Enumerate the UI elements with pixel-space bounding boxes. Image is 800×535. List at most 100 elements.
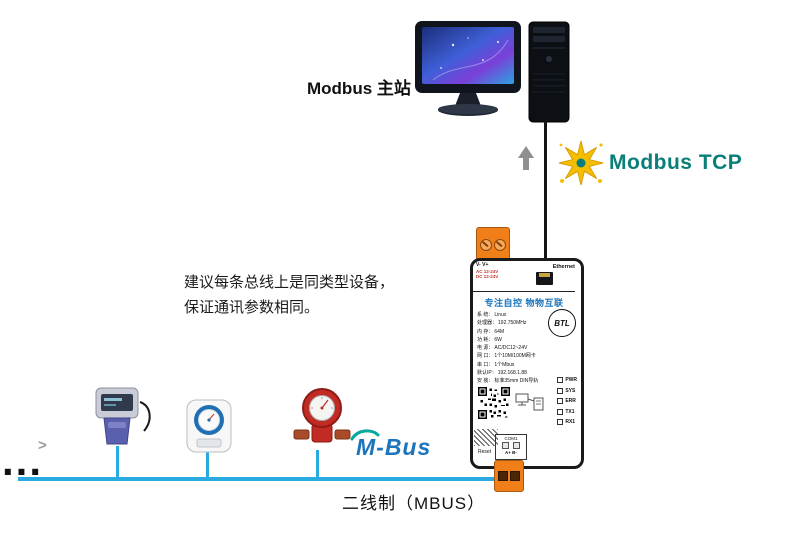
led-indicator-icon [557, 408, 564, 415]
water-meter-red [292, 386, 352, 457]
led-row: RX1 [557, 419, 577, 425]
water-meter-white-icon [186, 399, 232, 453]
power-spec-block: V- V+ AC 12-24V DC 12-24V [476, 262, 499, 280]
spec-key: 内 存： [477, 328, 494, 335]
modbus-tcp-label: Modbus TCP [609, 151, 743, 174]
ethernet-cable [544, 120, 547, 260]
mbus-arc-icon [350, 429, 380, 441]
com1-pins-label: A+ B- [505, 450, 517, 455]
spec-value: 1个10M/100M网卡 [494, 353, 536, 360]
led-row: SYS [557, 387, 577, 394]
spec-value: 64M [494, 328, 505, 335]
spec-row: 系 统：Linux [477, 311, 538, 319]
monitor [413, 20, 525, 125]
com1-holes [496, 442, 526, 449]
spec-value: AC/DC12~24V [494, 345, 528, 352]
reset-label: Reset [478, 449, 492, 455]
heat-meter-icon [95, 387, 151, 445]
led-indicator-icon [557, 398, 564, 404]
device-spec-list: 系 统：Linux 处理器：192.750MHz 内 存：64M 功 耗：6W … [477, 311, 538, 386]
led-block: PWR SYS ERR TX1 RX1 [557, 377, 577, 425]
modbus-tcp-logo: Modbus TCP [558, 140, 742, 186]
led-indicator-icon [557, 419, 564, 425]
led-label: RX1 [565, 419, 576, 425]
tower-icon [528, 21, 570, 123]
spec-key: 电 源： [477, 345, 494, 352]
power-terminal-connector [476, 227, 510, 262]
spec-value: Linux [494, 312, 507, 318]
mbus-logo: M-Bus [350, 429, 432, 461]
spec-key: 功 耗： [477, 336, 494, 343]
led-indicator-icon [557, 387, 564, 394]
spec-key: 网 口： [477, 353, 494, 360]
spec-row: 默认IP：192.168.1.88 [477, 369, 538, 377]
led-label: PWR [565, 377, 577, 383]
led-row: ERR [557, 398, 577, 404]
meter-drop-line [316, 450, 319, 478]
water-meter-red-icon [293, 388, 351, 443]
spec-key: 串 口： [477, 361, 494, 368]
spec-value: 192.750MHz [498, 320, 527, 327]
power-ac-label: AC 12-24V [476, 268, 499, 274]
btl-label: BTL [554, 318, 570, 328]
spec-value: 1个Mbus [494, 361, 515, 368]
rj45-port-icon [536, 272, 553, 285]
spec-row: 安 装：标准35mm DIN导轨 [477, 377, 538, 385]
monitor-icon [415, 21, 521, 116]
device-title: 专注自控 物物互联 [484, 298, 564, 308]
spec-key: 默认IP： [477, 370, 497, 377]
spec-value: 标准35mm DIN导轨 [494, 378, 539, 385]
device-divider [473, 291, 575, 292]
led-indicator-icon [557, 377, 564, 383]
mbus-terminal-connector [494, 460, 524, 492]
spec-value: 192.168.1.88 [497, 370, 527, 377]
din-rail-hatch [474, 429, 498, 446]
spec-value: 6W [494, 336, 502, 343]
modbus-star-icon [558, 140, 604, 186]
spec-key: 系 统： [477, 312, 494, 318]
ellipsis-icon: ... [2, 437, 44, 484]
meter-drop-line [206, 452, 209, 478]
ethernet-port-label: Ethernet [552, 264, 575, 270]
computer-tower [528, 21, 570, 128]
terminal-screw-icon [479, 238, 492, 251]
spec-key: 处理器： [477, 320, 498, 327]
led-row: PWR [557, 377, 577, 383]
advice-note-line2: 保证通讯参数相同。 [184, 299, 320, 316]
modbus-master-label: Modbus 主站 [307, 79, 411, 98]
heat-meter [94, 386, 152, 455]
up-arrow-icon [518, 146, 534, 175]
terminal-pins-label: V- V+ [476, 262, 489, 268]
led-row: TX1 [557, 408, 577, 415]
spec-row: 电 源：AC/DC12~24V [477, 344, 538, 352]
terminal-screw-icon [494, 238, 507, 251]
com-hole-icon [513, 442, 520, 449]
led-label: ERR [565, 398, 576, 404]
continuation-arrow-icon: > [38, 437, 47, 454]
bus-type-label: 二线制（MBUS） [342, 494, 486, 513]
gateway-device: V- V+ AC 12-24V DC 12-24V Ethernet 专注自控 … [470, 258, 584, 469]
led-label: TX1 [565, 408, 575, 415]
network-sketch-icon [515, 392, 545, 419]
spec-row: 串 口：1个Mbus [477, 361, 538, 369]
com-hole-icon [502, 442, 509, 449]
advice-note: 建议每条总线上是同类型设备， 保证通讯参数相同。 [184, 270, 394, 320]
advice-note-line1: 建议每条总线上是同类型设备， [184, 274, 395, 291]
meter-drop-line [116, 446, 119, 478]
spec-row: 功 耗：6W [477, 336, 538, 344]
qr-code-icon [478, 387, 510, 419]
com1-port: COM1 A+ B- [495, 434, 527, 460]
spec-key: 安 装： [477, 378, 494, 385]
com1-label: COM1 [504, 436, 518, 441]
power-dc-label: DC 12-24V [476, 274, 499, 280]
spec-row: 网 口：1个10M/100M网卡 [477, 352, 538, 360]
mbus-bus-line [18, 477, 498, 481]
terminal-hole-icon [510, 471, 521, 481]
spec-row: 处理器：192.750MHz [477, 319, 538, 327]
terminal-hole-icon [497, 471, 508, 481]
spec-row: 内 存：64M [477, 328, 538, 336]
mbus-logo-text: M-Bus [356, 434, 432, 460]
led-label: SYS [565, 387, 576, 394]
btl-logo: BTL [548, 309, 576, 337]
